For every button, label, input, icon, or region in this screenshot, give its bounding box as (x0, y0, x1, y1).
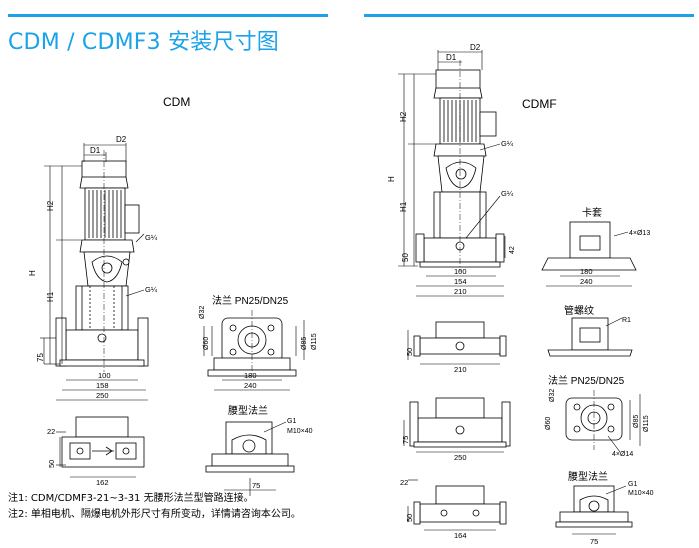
flange-pn-detail (203, 310, 305, 391)
dim-d32-left: Ø32 (199, 306, 206, 319)
pipe-thread-label: 管螺纹 (564, 304, 594, 317)
dim-250-view2: 250 (454, 453, 467, 462)
cdmf-base-view-3 (407, 479, 507, 531)
dim-H2: H2 (46, 200, 55, 211)
dim-162: 162 (96, 478, 109, 487)
clamp-label: 卡套 (582, 206, 602, 219)
cdm-pump-drawing (55, 150, 149, 372)
cdmf-pump-drawing (415, 60, 505, 272)
dim-M10-right: M10×40 (628, 490, 654, 497)
footnotes: 注1: CDM/CDMF3-21~3-31 无腰形法兰型管路连接。 注2: 单相… (8, 491, 301, 523)
dim-4x13: 4×Ø13 (629, 230, 650, 237)
dim-4x14: 4×Ø14 (612, 451, 633, 458)
dim-D1-cdmf: D1 (446, 53, 457, 62)
dim-75-view2: 75 (401, 436, 410, 444)
dim-250-cdm: 250 (96, 391, 109, 400)
dim-240-left: 240 (244, 381, 257, 390)
dim-22: 22 (47, 427, 55, 436)
cdm-dimension-lines (40, 143, 148, 401)
cdm-label: CDM (163, 95, 191, 109)
cdmf-dimension-lines (398, 50, 504, 297)
dim-100-cdm: 100 (98, 371, 111, 380)
dim-G-lower-cdmf: G¼ (501, 189, 514, 198)
flange-oval-label: 腰型法兰 (228, 404, 268, 417)
clamp-detail (504, 221, 637, 287)
dim-R1: R1 (622, 317, 631, 324)
dim-d32-right: Ø32 (549, 389, 556, 402)
dim-d85-left: Ø85 (301, 337, 308, 350)
flange-oval-right-detail (555, 485, 633, 535)
cdm-base-view (56, 416, 145, 478)
dim-180-clamp: 180 (580, 267, 593, 276)
dim-G-lower-cdm: G¼ (145, 285, 158, 294)
dim-75-oval-left: 75 (252, 481, 260, 490)
dim-22-view3: 22 (400, 478, 408, 487)
dim-210-top: 210 (454, 287, 467, 296)
flange-pn-right-detail (565, 390, 641, 453)
dim-50-cdm: 50 (47, 460, 56, 468)
page-title: CDM / CDMF3 安装尺寸图 (8, 30, 280, 55)
dim-50-cdmf: 50 (401, 253, 410, 262)
dim-H1-cdmf: H1 (399, 201, 408, 212)
dim-G1-left: G1 (287, 418, 296, 425)
dim-H2-cdmf: H2 (399, 111, 408, 122)
dim-H1: H1 (46, 291, 55, 302)
note-1: 注1: CDM/CDMF3-21~3-31 无腰形法兰型管路连接。 (8, 493, 254, 504)
flange-oval-right-label: 腰型法兰 (568, 470, 608, 483)
dim-50-view3: 50 (405, 514, 414, 522)
dim-d60-left: Ø60 (203, 337, 210, 350)
header-rule-left (8, 14, 328, 17)
pipe-thread-detail (547, 317, 633, 357)
dim-50-view1: 50 (405, 348, 414, 356)
dim-D2-cdmf: D2 (470, 43, 481, 52)
header-rule-right (364, 14, 694, 17)
dim-H-cdmf: H (387, 176, 396, 182)
dim-180-left: 180 (244, 371, 257, 380)
dim-d115-right: Ø115 (643, 415, 650, 432)
dim-42: 42 (509, 246, 516, 254)
dim-D1-cdm: D1 (90, 146, 101, 155)
dim-240-clamp: 240 (580, 277, 593, 286)
note-2: 注2: 单相电机、隔爆电机外形尺寸有所变动，详情请咨询本公司。 (8, 509, 301, 520)
cdmf-base-view-1 (407, 321, 507, 365)
dim-75-oval-right: 75 (590, 537, 598, 546)
dim-154-top: 154 (454, 277, 467, 286)
dim-164: 164 (454, 531, 467, 540)
cdmf-base-view-2 (403, 397, 511, 453)
dim-d60-right: Ø60 (545, 417, 552, 430)
dim-M10-left: M10×40 (287, 428, 313, 435)
dim-d115-left: Ø115 (311, 333, 318, 350)
dim-G-upper-cdm: G¼ (145, 233, 158, 242)
dim-D2-cdm: D2 (116, 135, 127, 144)
dim-210-view1: 210 (454, 365, 467, 374)
dim-158: 158 (96, 381, 109, 390)
dim-75-cdm: 75 (36, 353, 45, 362)
cdmf-label: CDMF (522, 97, 557, 111)
dim-d85-right: Ø85 (633, 415, 640, 428)
flange-oval-detail (205, 421, 295, 496)
dim-100-cdmf: 100 (454, 267, 467, 276)
flange-pn-label: 法兰 PN25/DN25 (212, 294, 289, 307)
dim-G1-right: G1 (628, 481, 637, 488)
flange-pn-right-label: 法兰 PN25/DN25 (548, 374, 625, 387)
dim-H: H (28, 270, 37, 276)
dim-G-upper-cdmf: G¼ (501, 139, 514, 148)
